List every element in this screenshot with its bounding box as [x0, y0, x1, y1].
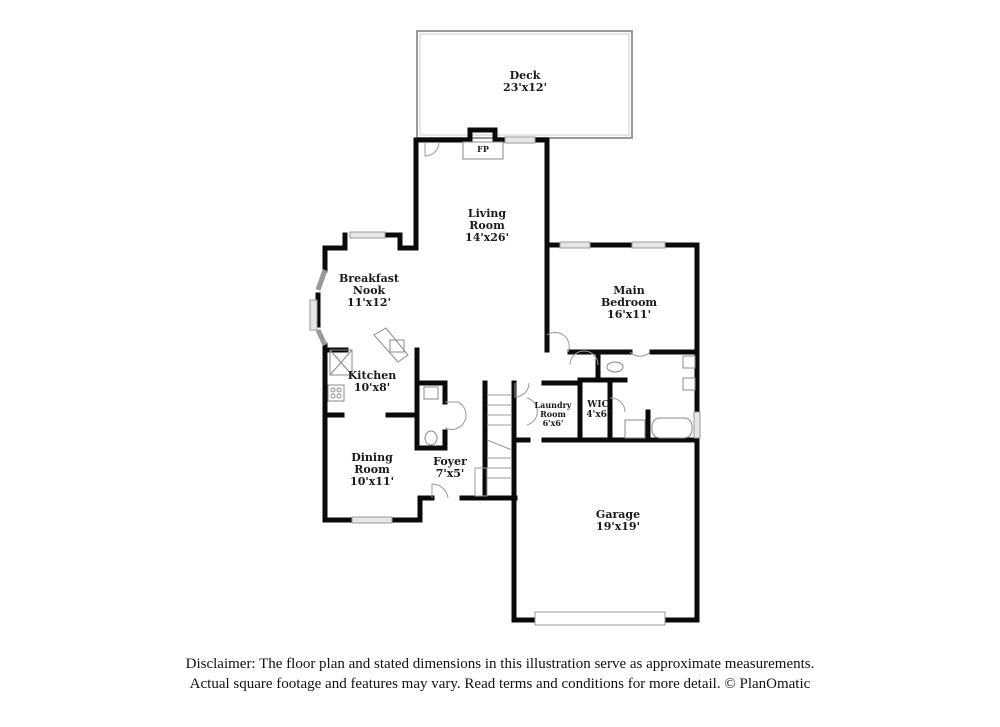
- room-name-line1: Main: [613, 284, 645, 297]
- fireplace-label: FP: [477, 145, 489, 154]
- room-dimensions: 4'x6': [586, 409, 610, 420]
- kitchen-fixtures: [327, 327, 409, 402]
- bath-fixtures: [423, 355, 696, 446]
- room-dimensions: 19'x19': [596, 520, 640, 534]
- room-name: WIC: [587, 400, 609, 410]
- room-name-line1: Living: [467, 207, 507, 220]
- fireplace-hearth: [462, 141, 504, 160]
- room-dimensions: 14'x26': [465, 231, 509, 245]
- room-label-main-bedroom: Main Bedroom 16'x11': [600, 284, 658, 322]
- room-dimensions: 6'x6': [542, 417, 564, 428]
- room-label-deck: Deck 23'x12': [503, 69, 547, 95]
- bay-window: [315, 269, 328, 347]
- room-name: Garage: [595, 508, 641, 521]
- room-dimensions: 11'x12': [347, 296, 391, 310]
- room-dimensions: 23'x12': [503, 81, 547, 95]
- fireplace-text: FP: [477, 144, 489, 154]
- room-name-line2: Room: [540, 408, 566, 419]
- room-label-laundry-room: Laundry Room 6'x6': [535, 401, 572, 427]
- room-name-line1: Breakfast: [339, 272, 399, 285]
- room-name-line2: Room: [469, 219, 505, 233]
- doors: [424, 141, 651, 499]
- room-dimensions: 10'x11': [350, 475, 394, 489]
- room-label-garage: Garage 19'x19': [595, 508, 641, 534]
- disclaimer-line-1: Disclaimer: The floor plan and stated di…: [185, 656, 815, 672]
- room-name-line2: Room: [354, 463, 390, 477]
- room-label-living-room: Living Room 14'x26': [465, 207, 509, 245]
- room-label-wic: WIC 4'x6': [586, 400, 610, 421]
- room-dimensions: 10'x8': [353, 381, 391, 395]
- room-name: Deck: [509, 69, 541, 82]
- room-name: Foyer: [433, 455, 467, 468]
- room-label-dining-room: Dining Room 10'x11': [350, 451, 394, 489]
- room-dimensions: 7'x5': [435, 467, 465, 481]
- room-name: Kitchen: [347, 369, 397, 382]
- room-name-line1: Dining: [351, 451, 393, 464]
- disclaimer-line-2: Actual square footage and features may v…: [189, 676, 811, 692]
- room-label-kitchen: Kitchen 10'x8': [347, 369, 397, 395]
- room-name-line2: Bedroom: [600, 296, 658, 310]
- room-name-line2: Nook: [352, 284, 386, 298]
- stairs: [474, 394, 513, 497]
- room-name-line1: Laundry: [534, 400, 572, 410]
- room-label-foyer: Foyer 7'x5': [433, 455, 467, 481]
- room-label-breakfast-nook: Breakfast Nook 11'x12': [339, 272, 399, 310]
- windows: [309, 136, 701, 626]
- room-dimensions: 16'x11': [607, 308, 651, 322]
